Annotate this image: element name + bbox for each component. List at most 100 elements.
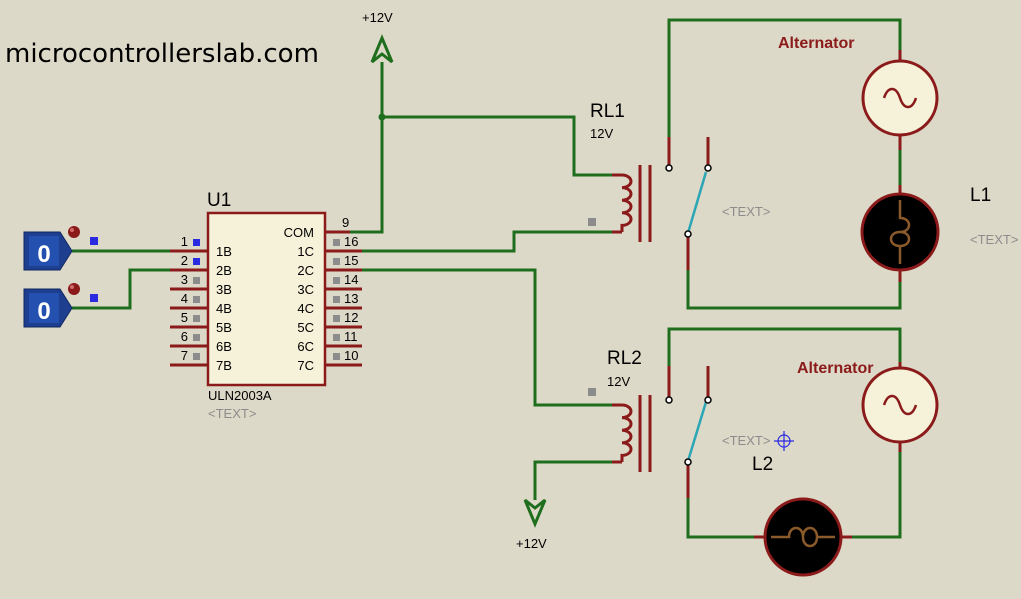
filament-icon: [771, 526, 835, 548]
ic-pin-number: 10: [344, 348, 358, 363]
ic-pin-number: 3: [181, 272, 188, 287]
alternator-2[interactable]: Alternator: [797, 360, 939, 452]
supply-terminal-top[interactable]: +12V: [362, 10, 394, 64]
pin-marker: [90, 294, 98, 302]
relay-rl2[interactable]: RL2 12V <TEXT>: [588, 348, 794, 498]
wire-pin16-rl1: [350, 230, 612, 253]
contact-dot: [665, 164, 673, 172]
ic-pin-label: 4C: [297, 301, 314, 316]
filament-icon: [889, 200, 911, 264]
lamp-ref: L2: [752, 454, 773, 475]
contact-dot: [704, 164, 712, 172]
pin-marker: [333, 239, 340, 246]
ic-pin-label: 1B: [216, 244, 232, 259]
pin-marker: [193, 296, 200, 303]
logic-state-input-1[interactable]: 0: [23, 226, 98, 271]
pin-marker: [333, 334, 340, 341]
coil-icon: [620, 403, 633, 462]
sine-wave-icon: [882, 87, 918, 109]
logic-probe-window: [29, 236, 59, 266]
logic-probe-window: [29, 293, 59, 323]
wire-rl2-common-top: [667, 327, 902, 400]
pin-marker: [588, 218, 596, 226]
ic-output-pins: COM 9 1C 2C 3C 4C 5C 6C 7C 16 15 14 13 1…: [284, 215, 359, 373]
wire-pin15-rl2: [350, 268, 612, 407]
alternator-label: Alternator: [778, 35, 854, 52]
pin-marker: [193, 277, 200, 284]
relay-ref: RL1: [590, 101, 625, 122]
ic-pin-number: 11: [344, 329, 358, 344]
pin-marker: [333, 258, 340, 265]
junction-dot: [378, 113, 386, 121]
pin-marker: [333, 296, 340, 303]
pin-marker: [193, 353, 200, 360]
wire-rl2-supply-bottom: [533, 460, 612, 500]
pin-marker: [333, 277, 340, 284]
pin-marker: [193, 258, 200, 265]
contact-dot: [665, 396, 673, 404]
sine-wave-icon: [882, 394, 918, 416]
ic-uln2003a[interactable]: U1 1 2 3 4 5 6 7: [170, 190, 362, 421]
ic-pin-label: 6C: [297, 339, 314, 354]
ic-pin-label: 7C: [297, 358, 314, 373]
ic-pin-label: 4B: [216, 301, 232, 316]
lamp-l2[interactable]: L2: [752, 454, 852, 577]
contact-dot: [704, 396, 712, 404]
relay-value: 12V: [590, 126, 613, 141]
ic-pin-label: 2B: [216, 263, 232, 278]
ic-pin-label: 7B: [216, 358, 232, 373]
crosshair-icon: [774, 431, 794, 451]
probe-led-icon: [68, 283, 80, 295]
ic-pin-number: 15: [344, 253, 358, 268]
watermark-text: microcontrollerslab.com: [5, 39, 319, 69]
ic-pin-number: 4: [181, 291, 188, 306]
ic-pin-label: 6B: [216, 339, 232, 354]
pin-marker: [193, 334, 200, 341]
coil-icon: [620, 173, 633, 232]
arrow-up-icon: [370, 34, 394, 64]
ic-pin-label: 3C: [297, 282, 314, 297]
lamp-l1[interactable]: L1 <TEXT>: [860, 185, 1018, 282]
ic-pin-number: 14: [344, 272, 358, 287]
ic-output-pin-markers: [333, 239, 340, 360]
ic-pin-number: 16: [344, 234, 358, 249]
wire-alt2-lamp2: [840, 442, 902, 539]
ic-pin-label: 1C: [297, 244, 314, 259]
logic-state-value: 0: [37, 241, 50, 268]
pin-marker: [588, 388, 596, 396]
wire-rl1-common-top: [667, 18, 902, 167]
ic-input-pins: 1 2 3 4 5 6 7 1B 2B 3B 4B 5B 6B 7B: [181, 234, 232, 373]
pin-marker: [193, 239, 200, 246]
probe-led-icon: [68, 226, 80, 238]
alternator-label: Alternator: [797, 360, 873, 377]
contact-dot: [684, 230, 692, 238]
wire-lamp1-rl1: [686, 235, 902, 310]
ic-pin-number: 1: [181, 234, 188, 249]
pin-marker: [333, 315, 340, 322]
ic-pin-number: 2: [181, 253, 188, 268]
ic-pin-number: 6: [181, 329, 188, 344]
lamp-ref: L1: [970, 185, 991, 206]
logic-state-value: 0: [37, 298, 50, 325]
switch-blade: [686, 171, 708, 234]
supply-terminal-bottom[interactable]: +12V: [516, 498, 547, 551]
ic-pin-label: 2C: [297, 263, 314, 278]
arrow-down-icon: [523, 498, 547, 528]
logic-state-input-2[interactable]: 0: [23, 283, 98, 328]
lamp-text-placeholder: <TEXT>: [970, 232, 1018, 247]
switch-blade: [686, 401, 708, 462]
wire-supply-rl1-coil: [382, 115, 612, 177]
relay-rl1[interactable]: RL1 12V <TEXT>: [588, 101, 770, 270]
wire-supply-com: [350, 62, 384, 234]
ic-pin-label: 5B: [216, 320, 232, 335]
ic-body: [206, 211, 327, 387]
ic-pin-stubs: [170, 230, 362, 367]
ic-text-placeholder: <TEXT>: [208, 406, 256, 421]
ic-pin-number: 12: [344, 310, 358, 325]
ic-input-pin-markers: [193, 239, 200, 360]
supply-bottom-label: +12V: [516, 536, 547, 551]
alternator-1[interactable]: Alternator: [778, 35, 939, 150]
ic-com-label: COM: [284, 225, 314, 240]
ic-ref: U1: [207, 190, 231, 211]
ic-part-number: ULN2003A: [208, 388, 272, 403]
